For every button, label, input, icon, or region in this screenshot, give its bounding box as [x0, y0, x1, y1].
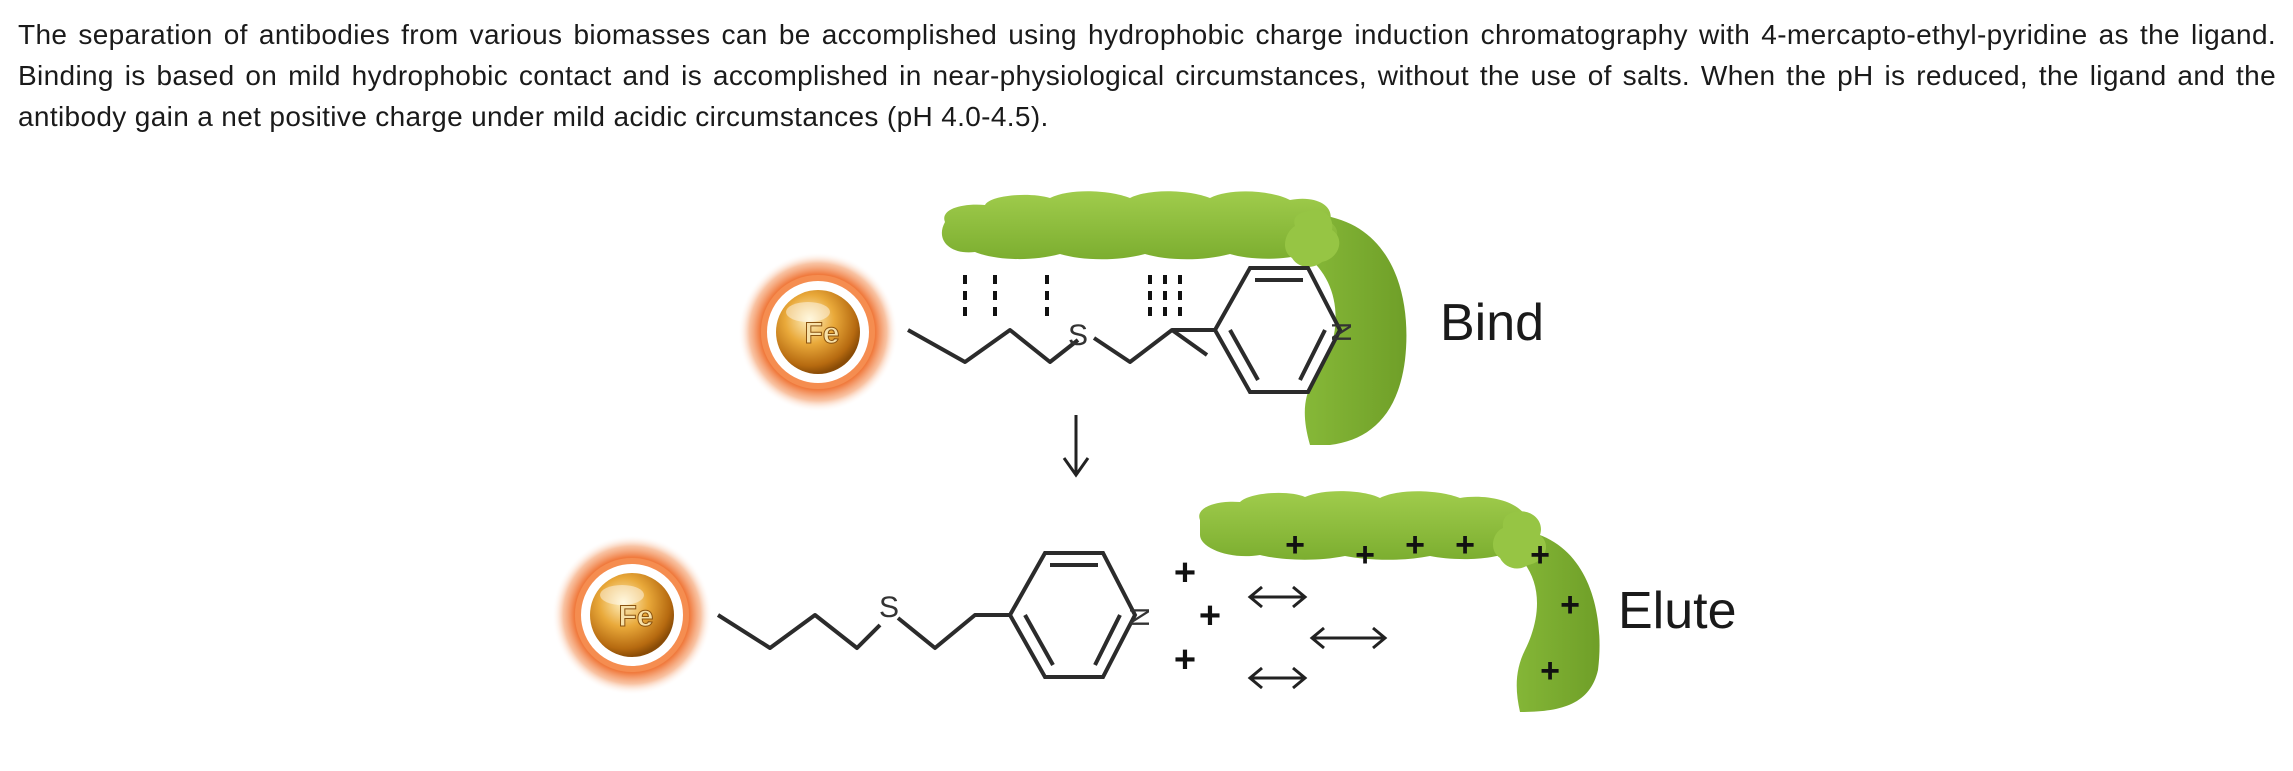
paragraph-line-1: The separation of antibodies from variou…: [18, 19, 2276, 50]
pyridine-ring-bind: [1212, 266, 1343, 394]
nitrogen-atom-elute: N: [1124, 607, 1155, 627]
antibody-bind: [941, 191, 1407, 445]
paragraph-line-2: Binding is based on mild hydrophobic con…: [18, 60, 2276, 91]
ligand-charges: + + +: [1174, 552, 1221, 681]
charge-plus: +: [1285, 526, 1305, 564]
description-paragraph: The separation of antibodies from variou…: [18, 14, 2276, 137]
elute-label: Elute: [1618, 582, 1737, 640]
charge-plus: +: [1560, 586, 1580, 624]
repulsion-arrows: [1247, 585, 1388, 690]
antibody-elute: [1199, 491, 1600, 712]
sulfur-atom-bind: S: [1068, 319, 1088, 352]
down-arrow-icon: [1062, 415, 1090, 478]
nitrogen-atom-bind: N: [1326, 322, 1357, 342]
paragraph-line-3: antibody gain a net positive charge unde…: [18, 101, 1049, 132]
fe-bead-elute: Fe: [552, 535, 712, 695]
fe-bead-bind: Fe: [738, 252, 898, 412]
elute-scheme: + + + + + + + Fe S N: [552, 491, 1737, 712]
fe-bead-bind-label: Fe: [804, 317, 839, 350]
bind-label: Bind: [1440, 294, 1544, 352]
hydrophobic-dashes: [963, 275, 1182, 320]
pyridine-ring-elute: [1007, 551, 1138, 679]
double-arrow-icon: [1309, 626, 1388, 650]
charge-plus: +: [1174, 552, 1196, 594]
double-arrow-icon: [1247, 585, 1308, 609]
double-arrow-icon: [1247, 666, 1308, 690]
charge-plus: +: [1199, 595, 1221, 637]
charge-plus: +: [1455, 526, 1475, 564]
sulfur-atom-elute: S: [879, 591, 899, 624]
bind-scheme: Fe S N Bind: [738, 191, 1544, 445]
ligand-chain-elute: [716, 613, 1010, 650]
charge-plus: +: [1174, 639, 1196, 681]
ligand-chain-bind: [907, 328, 1215, 364]
charge-plus: +: [1530, 536, 1550, 574]
antibody-charges: + + + + + + +: [1285, 526, 1580, 690]
charge-plus: +: [1355, 536, 1375, 574]
fe-bead-elute-label: Fe: [618, 600, 653, 633]
charge-plus: +: [1405, 526, 1425, 564]
charge-plus: +: [1540, 652, 1560, 690]
